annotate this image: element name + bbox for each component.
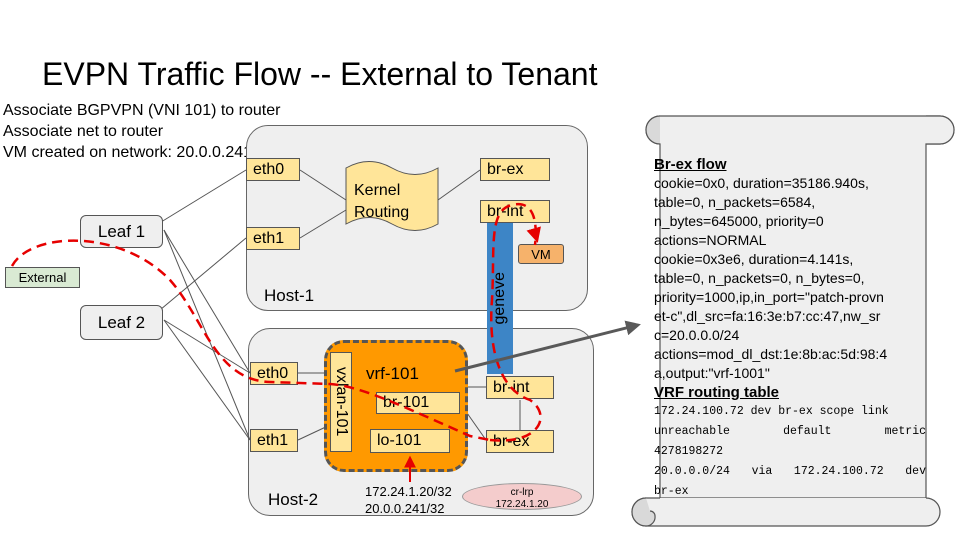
external-network: External <box>5 267 80 288</box>
host2-lo-101: lo-101 <box>370 429 450 453</box>
vrf-table-line: 20.0.0.0/24 via 172.24.100.72 dev <box>654 465 926 478</box>
flow-details: Br-ex flow cookie=0x0, duration=35186.94… <box>654 155 926 502</box>
kernel-routing-label: Kernel Routing <box>354 182 410 221</box>
vrf-table-line: 4278198272 <box>654 445 724 458</box>
brex-flow-line: cookie=0x0, duration=35186.940s, <box>654 175 869 191</box>
note-line: VM created on network: 20.0.0.241 <box>3 144 253 161</box>
host2-eth0: eth0 <box>250 362 298 385</box>
traffic-path <box>10 202 542 442</box>
cr-lrp-port: cr-lrp 172.24.1.20 <box>462 483 582 510</box>
note-line: Associate net to router <box>3 123 164 140</box>
brex-flow-line: actions=NORMAL <box>654 232 767 248</box>
vrf-101-label: vrf-101 <box>366 364 419 383</box>
cr-lrp-address: 172.24.1.20 <box>495 499 549 510</box>
host2-br-101: br-101 <box>376 392 460 414</box>
brex-flow-line: priority=1000,ip,in_port="patch-provn <box>654 289 884 305</box>
brex-flow-line: table=0, n_packets=6584, <box>654 194 816 210</box>
brex-flow-line: c=20.0.0.0/24 <box>654 327 740 343</box>
host-2-label: Host-2 <box>268 490 319 509</box>
vrf-table-header: VRF routing table <box>654 384 779 401</box>
ip-address: 20.0.0.241/32 <box>365 501 445 516</box>
brex-flow-line: et-c",dl_src=fa:16:3e:b7:cc:47,nw_sr <box>654 308 881 324</box>
vrf-table-line: unreachable default metric <box>654 425 926 438</box>
cr-lrp-label: cr-lrp <box>510 487 534 498</box>
lo-101-addresses: 172.24.1.20/32 20.0.0.241/32 <box>365 483 452 517</box>
host-1-label: Host-1 <box>264 286 315 305</box>
brex-flow-line: table=0, n_packets=0, n_bytes=0, <box>654 270 865 286</box>
callout-arrow <box>454 320 641 373</box>
brex-flow-line: actions=mod_dl_dst:1e:8b:ac:5d:98:4 <box>654 346 888 362</box>
vrf-table-line: 172.24.100.72 dev br-ex scope link <box>654 405 889 418</box>
setup-notes: Associate BGPVPN (VNI 101) to router Ass… <box>3 100 283 163</box>
host1-br-ex: br-ex <box>480 158 550 181</box>
note-line: Associate BGPVPN (VNI 101) to router <box>3 102 281 119</box>
vm-instance: VM <box>518 244 564 264</box>
host2-eth1: eth1 <box>250 429 298 452</box>
host1-eth0: eth0 <box>246 158 300 181</box>
page-title: EVPN Traffic Flow -- External to Tenant <box>42 56 598 92</box>
brex-flow-line: a,output:"vrf-1001" <box>654 365 770 381</box>
brex-flow-line: n_bytes=645000, priority=0 <box>654 213 824 229</box>
vrf-table-line: br-ex <box>654 485 689 498</box>
ip-address: 172.24.1.20/32 <box>365 484 452 499</box>
brex-flow-header: Br-ex flow <box>654 156 727 173</box>
brex-flow-line: cookie=0x3e6, duration=4.141s, <box>654 251 854 267</box>
host1-eth1: eth1 <box>246 227 300 250</box>
leaf-2-switch: Leaf 2 <box>80 305 163 340</box>
